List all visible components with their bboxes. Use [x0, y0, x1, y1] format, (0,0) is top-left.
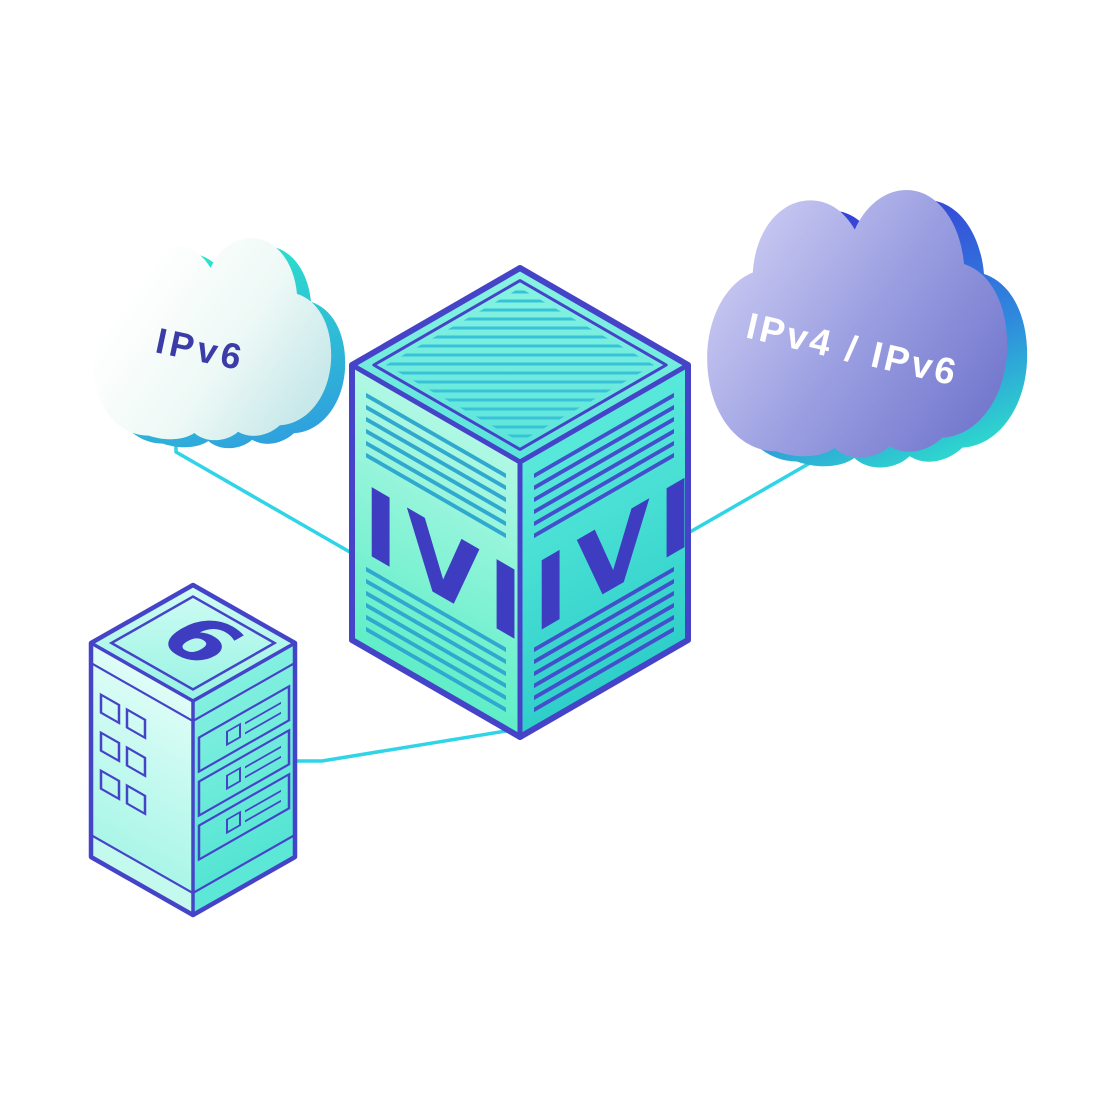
- cube-right-face: IVI: [520, 365, 701, 737]
- ipv6-cloud: IPv6: [93, 238, 346, 449]
- cube-right-stripes-bottom: [534, 566, 674, 713]
- server-slab: [197, 772, 291, 862]
- server-left-face: [91, 643, 193, 916]
- server-left-rim-lines: [91, 661, 193, 895]
- server-right-face: [193, 642, 295, 915]
- cube-edges: [349, 265, 691, 740]
- cube-top-inner-panel: [372, 279, 668, 451]
- server-right-base-band: [193, 834, 295, 915]
- server-right-rim-lines: [193, 661, 295, 895]
- ivi-gateway-cube: IVI IVI: [349, 265, 701, 740]
- server-edges: [88, 582, 298, 918]
- cube-right-stripes-top: [534, 392, 674, 539]
- server-left-base-band: [91, 835, 193, 916]
- cube-left-stripes-bottom: [366, 566, 506, 713]
- server-left-face-fill: [91, 643, 193, 916]
- cube-left-stripes-top: [366, 392, 506, 539]
- server-top-inner-border: [108, 595, 278, 691]
- ipv4-ipv6-cloud: IPv4 / IPv6: [707, 190, 1028, 468]
- server-vent-squares: [99, 692, 147, 816]
- connector-server-to-gateway: [288, 728, 514, 763]
- server-right-face-fill: [193, 642, 295, 915]
- server-slab: [197, 684, 291, 774]
- cube-left-face: IVI: [352, 365, 531, 737]
- cube-top-stripes: [386, 290, 654, 438]
- server-drive-slabs: [197, 684, 291, 862]
- ipv6-server: 6: [88, 582, 298, 918]
- server-slab: [197, 728, 291, 818]
